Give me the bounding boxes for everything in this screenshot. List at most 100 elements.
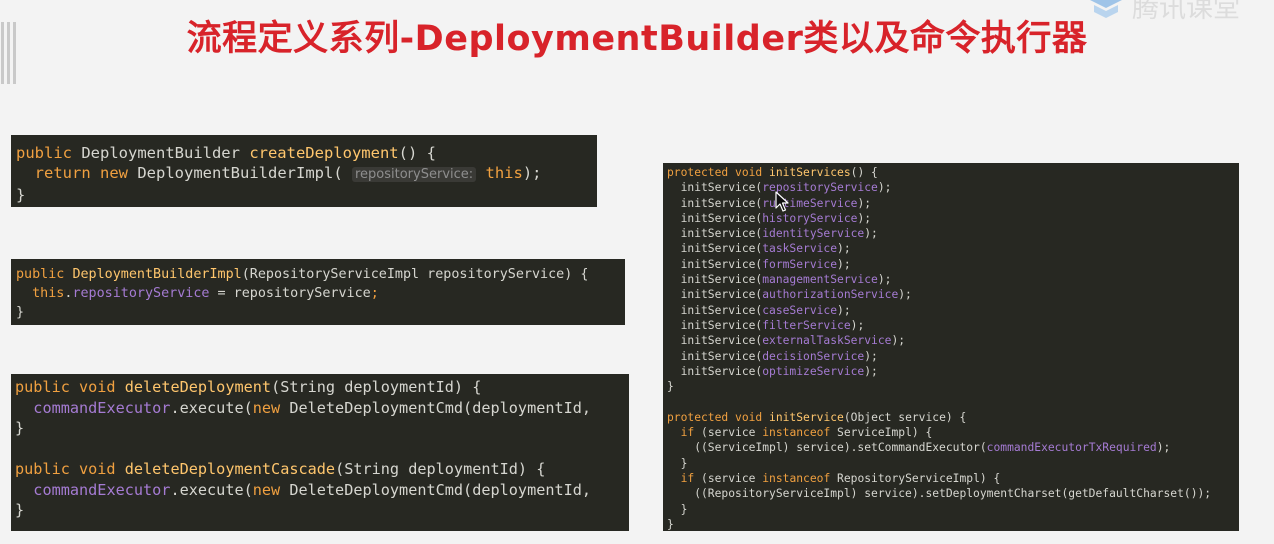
- mouse-cursor-icon: [775, 191, 789, 212]
- code-token: .execute(: [170, 480, 253, 499]
- keyword-token: return: [34, 164, 91, 182]
- keyword-token: public: [16, 144, 72, 162]
- code-token: );: [864, 349, 878, 363]
- method-token: createDeployment: [249, 144, 399, 162]
- keyword-token: this: [485, 164, 523, 182]
- code-token: );: [864, 227, 878, 241]
- init-service-line: initService(historyService);: [667, 211, 1239, 226]
- space: [476, 164, 485, 182]
- code-line: }: [16, 305, 25, 320]
- keyword-token: new: [100, 164, 129, 182]
- code-token: DeploymentBuilder: [72, 144, 250, 162]
- init-service-line: initService(externalTaskService);: [667, 333, 1239, 348]
- code-token: );: [877, 273, 892, 287]
- field-token: runtimeService: [762, 196, 858, 210]
- code-line: }: [15, 419, 25, 437]
- init-service-line: initService(decisionService);: [667, 349, 1239, 364]
- code-line: ((RepositoryServiceImpl) service).setDep…: [667, 487, 1212, 501]
- code-line: }: [667, 456, 688, 470]
- init-service-line: initService(optimizeService);: [667, 364, 1239, 379]
- field-token: formService: [762, 257, 838, 271]
- code-token: initService(: [667, 181, 763, 195]
- code-token: (String deploymentId) {: [271, 378, 482, 396]
- code-line: return new DeploymentBuilderImpl( reposi…: [16, 163, 597, 185]
- code-token: );: [837, 257, 851, 271]
- code-token: DeploymentBuilderImpl(: [128, 164, 352, 182]
- init-service-line: initService(managementService);: [667, 272, 1239, 287]
- code-token: (String deploymentId) {: [335, 460, 546, 478]
- code-line: }: [667, 380, 674, 394]
- keyword-token: public void: [15, 460, 116, 478]
- code-token: = repositoryService: [209, 286, 371, 301]
- code-token: initService(: [667, 242, 763, 256]
- init-service-line: initService(filterService);: [667, 318, 1239, 333]
- code-token: .: [64, 286, 73, 301]
- init-service-line: initService(formService);: [667, 257, 1239, 272]
- keyword-token: new: [252, 398, 281, 417]
- field-token: commandExecutor: [33, 480, 171, 499]
- init-service-line: initService(repositoryService);: [667, 180, 1239, 195]
- init-service-line: initService(caseService);: [667, 303, 1239, 318]
- code-line: }: [16, 186, 26, 204]
- field-token: decisionService: [762, 349, 865, 363]
- method-token: initService: [769, 410, 844, 424]
- indent: [16, 164, 35, 182]
- code-token: initService(: [667, 349, 763, 363]
- code-block-constructor: public DeploymentBuilderImpl(RepositoryS…: [11, 259, 625, 325]
- indent: [667, 426, 681, 439]
- method-token: initServices: [769, 166, 851, 179]
- method-token: DeploymentBuilderImpl: [72, 267, 242, 282]
- code-token: );: [522, 164, 542, 182]
- code-token: ;: [370, 286, 379, 301]
- space: [116, 460, 125, 478]
- init-service-line: initService(runtimeService);: [667, 196, 1239, 211]
- code-line: protected void initService(Object servic…: [667, 410, 1239, 425]
- indent: [15, 399, 33, 417]
- code-token: initService(: [667, 303, 763, 317]
- keyword-token: instanceof: [762, 426, 831, 440]
- keyword-token: public: [16, 267, 65, 282]
- code-line: ((ServiceImpl) service).setCommandExecut…: [667, 440, 1239, 455]
- keyword-token: if: [680, 426, 695, 440]
- code-line: public DeploymentBuilderImpl(RepositoryS…: [16, 265, 625, 284]
- method-token: deleteDeploymentCascade: [124, 460, 336, 478]
- field-token: historyService: [762, 211, 858, 225]
- code-token: );: [837, 242, 851, 256]
- init-service-line: initService(authorizationService);: [667, 287, 1239, 302]
- field-token: filterService: [762, 318, 851, 332]
- code-token: initService(: [667, 288, 763, 302]
- code-token: (Object service) {: [843, 410, 967, 424]
- indent: [16, 286, 32, 301]
- code-block-init-services: protected void initServices() { initServ…: [663, 163, 1239, 531]
- keyword-token: public void: [15, 378, 116, 396]
- code-token: );: [877, 181, 892, 195]
- code-token: (service: [694, 471, 763, 485]
- parameter-hint: repositoryService:: [351, 167, 477, 182]
- code-token: );: [864, 364, 878, 378]
- code-line: if (service instanceof RepositoryService…: [667, 471, 1239, 486]
- field-token: repositoryService: [72, 286, 210, 301]
- field-token: taskService: [762, 242, 838, 256]
- code-token: (service: [694, 426, 763, 440]
- indent: [15, 481, 33, 499]
- code-token: initService(: [667, 318, 763, 332]
- tencent-classroom-logo-icon: [1090, 0, 1122, 18]
- code-token: ((ServiceImpl) service).setCommandExecut…: [667, 441, 987, 455]
- code-token: );: [850, 318, 865, 332]
- field-token: commandExecutor: [33, 398, 171, 417]
- code-line: if (service instanceof ServiceImpl) {: [667, 425, 1239, 440]
- field-token: repositoryService: [762, 181, 878, 195]
- space: [762, 411, 769, 424]
- init-service-calls: initService(repositoryService); initServ…: [667, 180, 1239, 379]
- field-token: managementService: [762, 273, 878, 287]
- code-block-create-deployment: public DeploymentBuilder createDeploymen…: [11, 135, 597, 207]
- code-token: initService(: [667, 364, 763, 378]
- code-line: protected void initServices() {: [667, 165, 1239, 180]
- code-token: );: [857, 211, 872, 225]
- field-token: optimizeService: [762, 364, 865, 378]
- keyword-token: protected void: [667, 166, 763, 179]
- init-service-line: initService(taskService);: [667, 241, 1239, 256]
- slide-title: 流程定义系列-DeploymentBuilder类以及命令执行器: [186, 19, 1088, 59]
- slide-edge-decoration: [0, 22, 18, 84]
- field-token: commandExecutorTxRequired: [986, 441, 1157, 455]
